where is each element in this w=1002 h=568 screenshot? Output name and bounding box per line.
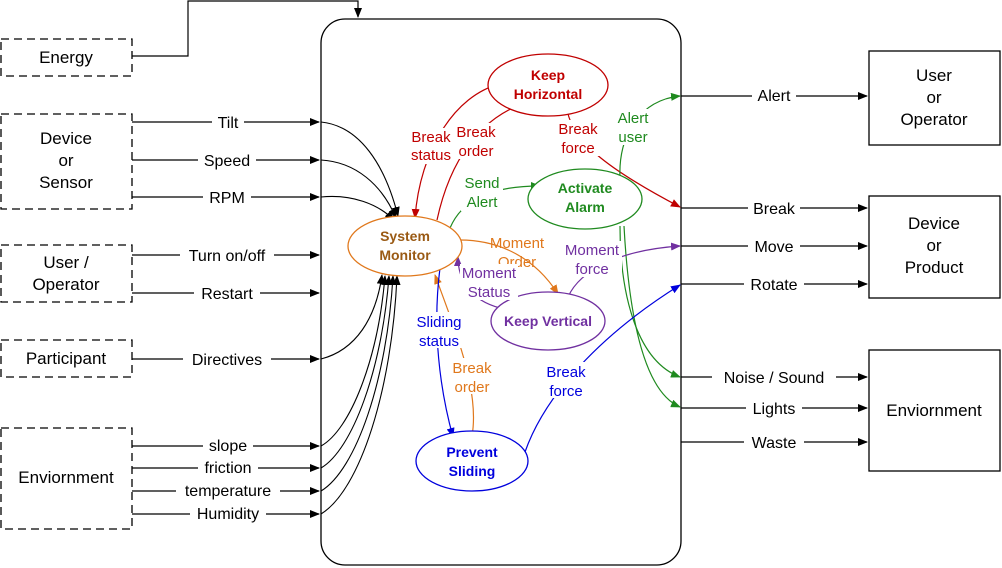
function-activate-alarm: Activate Alarm — [527, 168, 643, 230]
output-signal-labels: Alert Break Move Rotate Noise / Sound Li… — [712, 87, 836, 452]
label-moment-status-1: Moment — [462, 265, 517, 282]
function-system-monitor: System Monitor — [347, 215, 463, 277]
input-user-operator-line1: User / — [43, 253, 89, 272]
signal-waste: Waste — [752, 435, 797, 452]
label-alert-user-1: Alert — [618, 110, 650, 127]
label-break-force-red-2: force — [561, 140, 594, 157]
prevent-sliding-line1: Prevent — [446, 444, 498, 460]
signal-lights: Lights — [753, 401, 796, 418]
keep-vertical-label: Keep Vertical — [504, 313, 592, 329]
input-environment-box: Enviornment — [0, 427, 133, 530]
signal-turn-on-off: Turn on/off — [189, 248, 266, 265]
system-monitor-line1: System — [380, 228, 430, 244]
label-send-alert-2: Alert — [467, 194, 499, 211]
function-keep-vertical: Keep Vertical — [490, 291, 606, 351]
prevent-sliding-line2: Sliding — [449, 463, 496, 479]
output-device-product-line3: Product — [905, 258, 964, 277]
label-break-order-red-2: order — [458, 143, 493, 160]
output-user-operator-box: User or Operator — [868, 50, 1001, 146]
label-moment-force-2: force — [575, 261, 608, 278]
input-device-sensor-box: Device or Sensor — [0, 113, 133, 210]
label-moment-order-1: Moment — [490, 235, 545, 252]
output-environment-box: Enviornment — [868, 349, 1001, 472]
input-device-sensor-line3: Sensor — [39, 173, 93, 192]
label-break-status-2: status — [411, 147, 451, 164]
input-device-sensor-line2: or — [58, 151, 73, 170]
signal-move: Move — [754, 239, 793, 256]
input-participant-label: Participant — [26, 349, 107, 368]
output-user-operator-line1: User — [916, 66, 952, 85]
label-moment-force-1: Moment — [565, 242, 620, 259]
signal-rpm: RPM — [209, 190, 245, 207]
input-signal-labels: Tilt Speed RPM Turn on/off Restart Direc… — [176, 113, 280, 523]
signal-temperature: temperature — [185, 483, 271, 500]
flow-sliding-status — [436, 267, 455, 438]
output-device-product-line1: Device — [908, 214, 960, 233]
output-user-operator-line3: Operator — [900, 110, 967, 129]
input-participant-box: Participant — [0, 339, 133, 378]
function-prevent-sliding: Prevent Sliding — [415, 430, 529, 492]
activate-alarm-line1: Activate — [558, 180, 613, 196]
activate-alarm-line2: Alarm — [565, 199, 605, 215]
signal-rotate: Rotate — [750, 277, 797, 294]
label-send-alert-1: Send — [464, 175, 499, 192]
output-device-product-box: Device or Product — [868, 195, 1001, 299]
label-sliding-status-2: status — [419, 333, 459, 350]
label-break-order-orange-2: order — [454, 379, 489, 396]
signal-noise-sound: Noise / Sound — [724, 370, 825, 387]
input-energy-box: Energy — [0, 38, 133, 77]
output-user-operator-line2: or — [926, 88, 941, 107]
input-environment-label: Enviornment — [18, 468, 114, 487]
output-signal-lines — [681, 92, 868, 446]
keep-horizontal-line1: Keep — [531, 67, 565, 83]
signal-alert: Alert — [758, 88, 791, 105]
label-break-status-1: Break — [411, 129, 451, 146]
input-energy-label: Energy — [39, 48, 93, 67]
label-break-order-orange-1: Break — [452, 360, 492, 377]
input-user-operator-line2: Operator — [32, 275, 99, 294]
flow-lights — [623, 225, 681, 408]
label-moment-status-2: Status — [468, 284, 511, 301]
label-break-order-red-1: Break — [456, 124, 496, 141]
energy-flow-arrow — [132, 0, 362, 57]
label-alert-user-2: user — [618, 129, 647, 146]
signal-break: Break — [753, 201, 796, 218]
signal-restart: Restart — [201, 286, 253, 303]
signal-directives: Directives — [192, 352, 262, 369]
label-break-force-red-1: Break — [558, 121, 598, 138]
input-device-sensor-line1: Device — [40, 129, 92, 148]
output-environment-label: Enviornment — [886, 401, 982, 420]
system-monitor-line2: Monitor — [379, 247, 431, 263]
input-routing-curves — [320, 121, 401, 515]
label-break-force-blue-2: force — [549, 383, 582, 400]
label-break-force-blue-1: Break — [546, 364, 586, 381]
input-signal-lines — [132, 118, 320, 518]
signal-friction: friction — [204, 460, 251, 477]
signal-humidity: Humidity — [197, 506, 259, 523]
signal-speed: Speed — [204, 153, 250, 170]
signal-tilt: Tilt — [218, 115, 239, 132]
label-sliding-status-1: Sliding — [416, 314, 461, 331]
flow-moment-order — [459, 239, 559, 295]
input-user-operator-box: User / Operator — [0, 244, 133, 303]
output-device-product-line2: or — [926, 236, 941, 255]
flow-labels: Break status Break order Break force Ale… — [410, 109, 654, 400]
function-keep-horizontal: Keep Horizontal — [487, 53, 609, 117]
signal-slope: slope — [209, 438, 247, 455]
keep-horizontal-line2: Horizontal — [514, 86, 582, 102]
